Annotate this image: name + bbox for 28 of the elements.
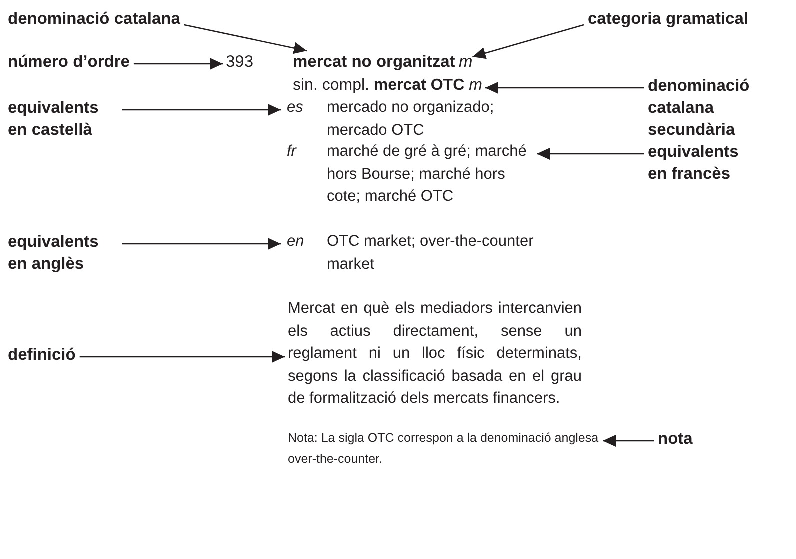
arrow xyxy=(80,351,285,363)
equivalent-terms: OTC market; over-the-counter market xyxy=(327,232,534,274)
callout-label: nota xyxy=(658,428,693,450)
arrow xyxy=(122,238,281,250)
callout-label: definició xyxy=(8,344,76,366)
language-code: es xyxy=(286,98,304,118)
arrow xyxy=(472,24,584,60)
arrow xyxy=(485,82,644,94)
entry-number: 393 xyxy=(226,51,254,73)
callout-label: equivalents en francès xyxy=(648,141,758,185)
language-code: en xyxy=(286,232,306,252)
arrow xyxy=(134,58,223,70)
callout-label: categoria gramatical xyxy=(588,8,748,30)
main-term: mercat no organitzat xyxy=(293,51,456,73)
equivalent-terms: marché de gré à gré; marché hors Bourse; marché hors cote; marché OTC xyxy=(327,142,528,207)
callout-label: equivalents en anglès xyxy=(8,231,118,275)
definition-text: Mercat en què els mediadors intercanvien els actius directament, sense un reglament ni un lloc físic determinats, segons la classificació basada en el grau de formalització dels mercats financers. xyxy=(288,298,582,410)
arrow xyxy=(122,104,281,116)
arrow xyxy=(537,148,644,160)
arrow xyxy=(184,24,308,54)
language-code: fr xyxy=(286,142,298,162)
callout-label: número d’ordre xyxy=(8,51,130,73)
note-text: Nota: La sigla OTC correspon a la denominació anglesa over-the-counter. xyxy=(288,428,600,470)
arrow xyxy=(603,435,654,447)
grammatical-category: m xyxy=(459,51,473,73)
synonym-term: sin. compl. mercat OTC m xyxy=(293,75,482,98)
callout-label: equivalents en castellà xyxy=(8,97,118,141)
callout-label: denominació catalana xyxy=(8,8,180,30)
